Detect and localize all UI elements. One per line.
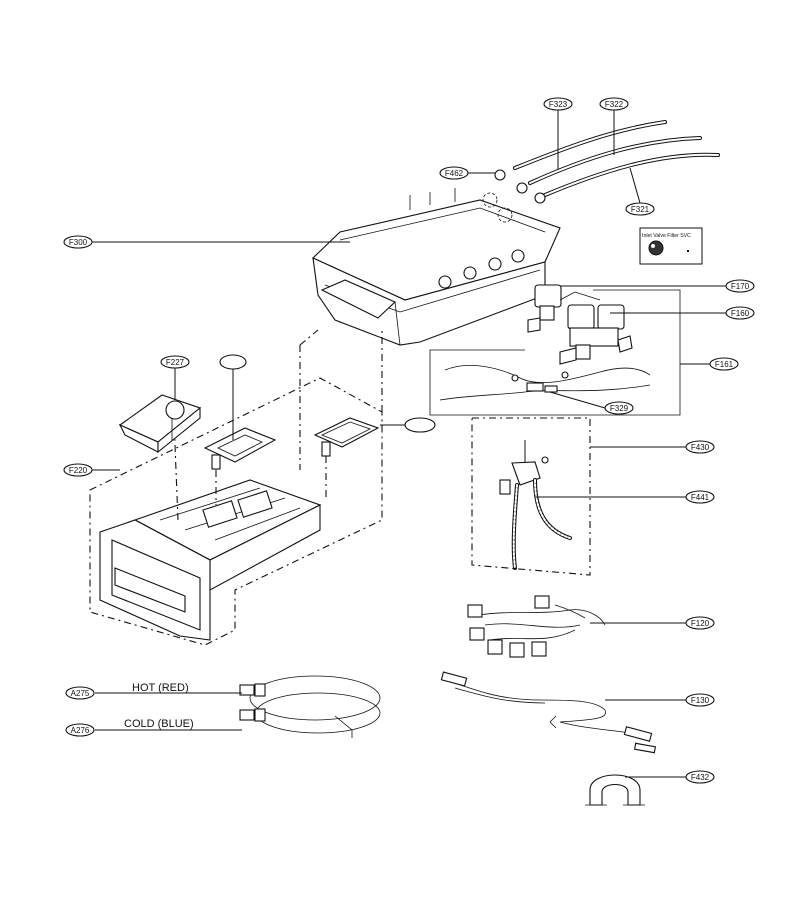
svg-text:F322: F322: [605, 100, 624, 109]
svg-text:F323: F323: [549, 100, 568, 109]
callout-F462: F462: [439, 166, 469, 180]
callout-F130: F130: [685, 693, 715, 707]
air-hose-assembly: [499, 440, 572, 570]
hot-hose-label: HOT (RED): [132, 682, 189, 694]
filter-icon: [648, 240, 664, 256]
svg-text:F321: F321: [631, 205, 650, 214]
callout-F300: F300: [63, 235, 93, 249]
svg-text:F329: F329: [610, 404, 629, 413]
svg-text:A276: A276: [71, 726, 90, 735]
inlet-hoses: [494, 120, 720, 204]
leader-lines: [92, 110, 726, 778]
callout-F227: F227: [160, 355, 190, 369]
svg-text:F220: F220: [69, 466, 88, 475]
svg-text:F462: F462: [445, 169, 464, 178]
prewash-cap: [313, 417, 380, 457]
svg-text:F170: F170: [731, 282, 750, 291]
callout-F220: F220: [63, 463, 93, 477]
svg-text:F227: F227: [166, 358, 185, 367]
svg-text:F120: F120: [691, 619, 710, 628]
callout-F120: F120: [685, 616, 715, 630]
softener-cap: [118, 394, 202, 454]
svg-text:A275: A275: [71, 689, 90, 698]
callout-F322: F322: [599, 97, 629, 111]
pcb-wire-harness: [440, 671, 657, 754]
callout-F161: F161: [709, 357, 739, 371]
svg-text:F430: F430: [691, 443, 710, 452]
water-supply-hoses: [239, 675, 381, 738]
bleach-cap: [203, 427, 277, 470]
hose-clamp: [585, 774, 645, 806]
blank-callout-oval-1: [219, 354, 247, 370]
callout-A276: A276: [65, 723, 95, 737]
valve-harness: [439, 365, 651, 401]
svg-text:F300: F300: [69, 238, 88, 247]
svg-text:F130: F130: [691, 696, 710, 705]
callout-F329: F329: [604, 401, 634, 415]
svg-text:F160: F160: [731, 309, 750, 318]
cold-hose-label: COLD (BLUE): [124, 718, 194, 730]
callout-A275: A275: [65, 686, 95, 700]
callout-F432: F432: [685, 770, 715, 784]
inlet-valve-assembly: [527, 284, 633, 365]
svg-text:F441: F441: [691, 493, 710, 502]
svg-text:F432: F432: [691, 773, 710, 782]
svg-text:F161: F161: [715, 360, 734, 369]
callout-F321: F321: [625, 202, 655, 216]
callout-F160: F160: [725, 306, 755, 320]
callout-F430: F430: [685, 440, 715, 454]
dispenser-housing: [312, 188, 561, 346]
main-wire-harness: [467, 595, 606, 658]
detergent-drawer: [99, 479, 322, 641]
callout-F441: F441: [685, 490, 715, 504]
inlet-valve-filter-notice: Inlet Valve Filter SVC: [639, 227, 703, 265]
blank-callout-oval-2: [404, 417, 436, 433]
notice-title: Inlet Valve Filter SVC: [642, 233, 691, 239]
callout-F170: F170: [725, 279, 755, 293]
callout-F323: F323: [543, 97, 573, 111]
